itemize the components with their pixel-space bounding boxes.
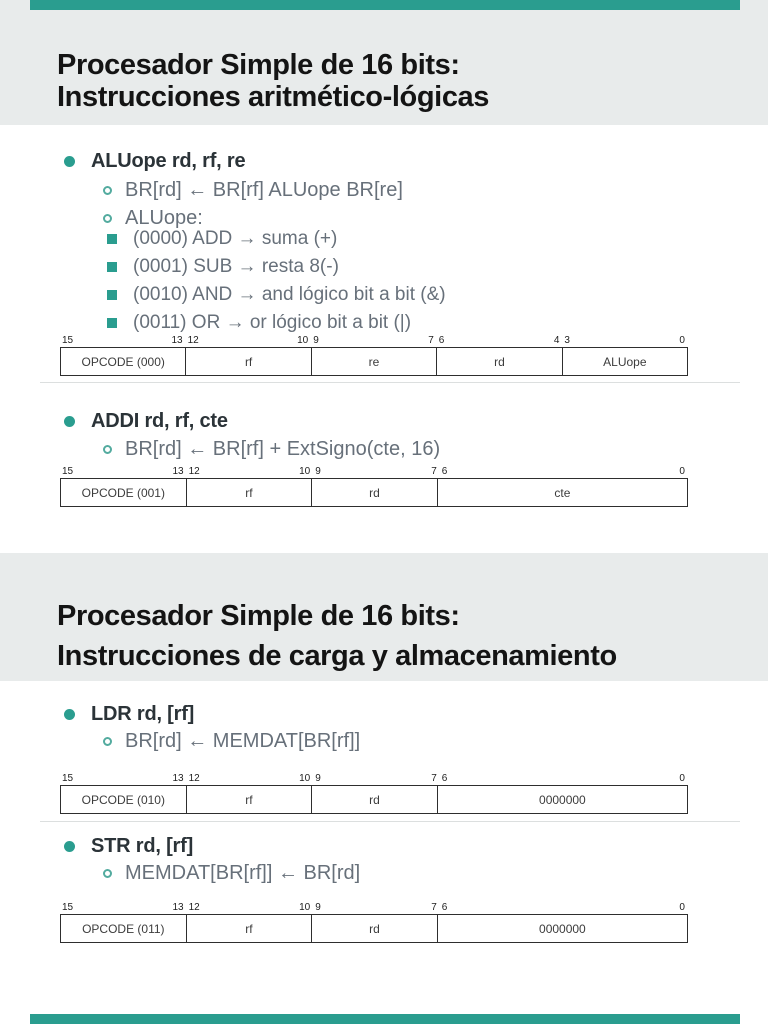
field-row: OPCODE (001) rf rd cte [60, 478, 688, 507]
slide2-title-line2: Instrucciones de carga y almacenamiento [57, 640, 617, 672]
aluope-list-header-text: ALUope: [125, 207, 203, 229]
field-re: re [312, 348, 438, 375]
slide1-title-line1: Procesador Simple de 16 bits: [57, 49, 460, 81]
bullet-ldr-semantics: BR[rd] ← MEMDAT[BR[rf]] [0, 730, 360, 753]
bullet-str: STR rd, [rf] [0, 835, 193, 858]
field-opcode: OPCODE (010) [61, 786, 187, 813]
field-row: OPCODE (000) rf re rd ALUope [60, 347, 688, 376]
field-rf: rf [187, 786, 313, 813]
bullet-square-icon [107, 234, 117, 244]
bullet-circle-icon [103, 445, 112, 454]
field-rf: rf [187, 915, 313, 942]
bullet-square-icon [107, 318, 117, 328]
field-opcode: OPCODE (011) [61, 915, 187, 942]
field-opcode: OPCODE (000) [61, 348, 187, 375]
aluope-option-and-text: (0010) AND → and lógico bit a bit (&) [133, 284, 446, 305]
aluope-option-or-text: (0011) OR → or lógico bit a bit (|) [133, 312, 412, 333]
field-row: OPCODE (011) rf rd 0000000 [60, 914, 688, 943]
bullet-dot-icon [64, 156, 75, 167]
field-aluope: ALUope [603, 354, 647, 369]
bottom-accent-bar [30, 1014, 740, 1024]
separator-line [40, 821, 740, 822]
bullet-str-semantics: MEMDAT[BR[rf]] ← BR[rd] [0, 862, 360, 885]
bullet-str-label: STR rd, [rf] [91, 835, 194, 857]
slide2-title-line1: Procesador Simple de 16 bits: [57, 600, 460, 632]
field-rd: rd [312, 786, 438, 813]
ldr-semantics-text: BR[rd] ← MEMDAT[BR[rf]] [125, 730, 361, 752]
bullet-ldr: LDR rd, [rf] [0, 703, 194, 726]
bullet-circle-icon [103, 214, 112, 223]
field-rf: rf [186, 348, 312, 375]
bullet-dot-icon [64, 709, 75, 720]
aluope-option-or: (0011) OR → or lógico bit a bit (|) [0, 312, 411, 334]
bullet-aluope-semantics: BR[rd] ← BR[rf] ALUope BR[re] [0, 179, 403, 202]
bullet-circle-icon [103, 737, 112, 746]
field-zeros: 0000000 [539, 921, 586, 936]
aluope-option-add: (0000) ADD → suma (+) [0, 228, 337, 250]
bullet-dot-icon [64, 416, 75, 427]
bullet-square-icon [107, 290, 117, 300]
addi-semantics-text: BR[rd] ← BR[rf] + ExtSigno(cte, 16) [125, 438, 441, 460]
bullet-dot-icon [64, 841, 75, 852]
bullet-addi: ADDI rd, rf, cte [0, 410, 228, 433]
bullet-circle-icon [103, 186, 112, 195]
field-row: OPCODE (010) rf rd 0000000 [60, 785, 688, 814]
top-accent-bar [30, 0, 740, 10]
bullet-aluope-label: ALUope rd, rf, re [91, 150, 246, 172]
field-cte: cte [554, 485, 571, 500]
aluope-option-and: (0010) AND → and lógico bit a bit (&) [0, 284, 446, 306]
bullet-aluope-list-header: ALUope: [0, 207, 203, 230]
aluope-option-sub-text: (0001) SUB → resta 8(-) [133, 256, 339, 277]
field-opcode: OPCODE (001) [61, 479, 187, 506]
bullet-ldr-label: LDR rd, [rf] [91, 703, 195, 725]
field-rf: rf [187, 479, 313, 506]
field-zeros: 0000000 [539, 792, 586, 807]
separator-line [40, 382, 740, 383]
bullet-square-icon [107, 262, 117, 272]
aluope-semantics-text: BR[rd] ← BR[rf] ALUope BR[re] [125, 179, 403, 201]
slide1-title-line2: Instrucciones aritmético-lógicas [57, 81, 489, 113]
slide2-title-band [0, 553, 768, 681]
bullet-aluope: ALUope rd, rf, re [0, 150, 246, 173]
field-rd: rd [312, 915, 438, 942]
field-rd: rd [312, 479, 438, 506]
field-rd: rd [437, 348, 563, 375]
bullet-addi-label: ADDI rd, rf, cte [91, 410, 228, 432]
aluope-option-add-text: (0000) ADD → suma (+) [133, 228, 338, 249]
bullet-circle-icon [103, 869, 112, 878]
aluope-option-sub: (0001) SUB → resta 8(-) [0, 256, 339, 278]
str-semantics-text: MEMDAT[BR[rf]] ← BR[rd] [125, 862, 361, 884]
bullet-addi-semantics: BR[rd] ← BR[rf] + ExtSigno(cte, 16) [0, 438, 440, 461]
slide1-title-band [0, 0, 768, 125]
